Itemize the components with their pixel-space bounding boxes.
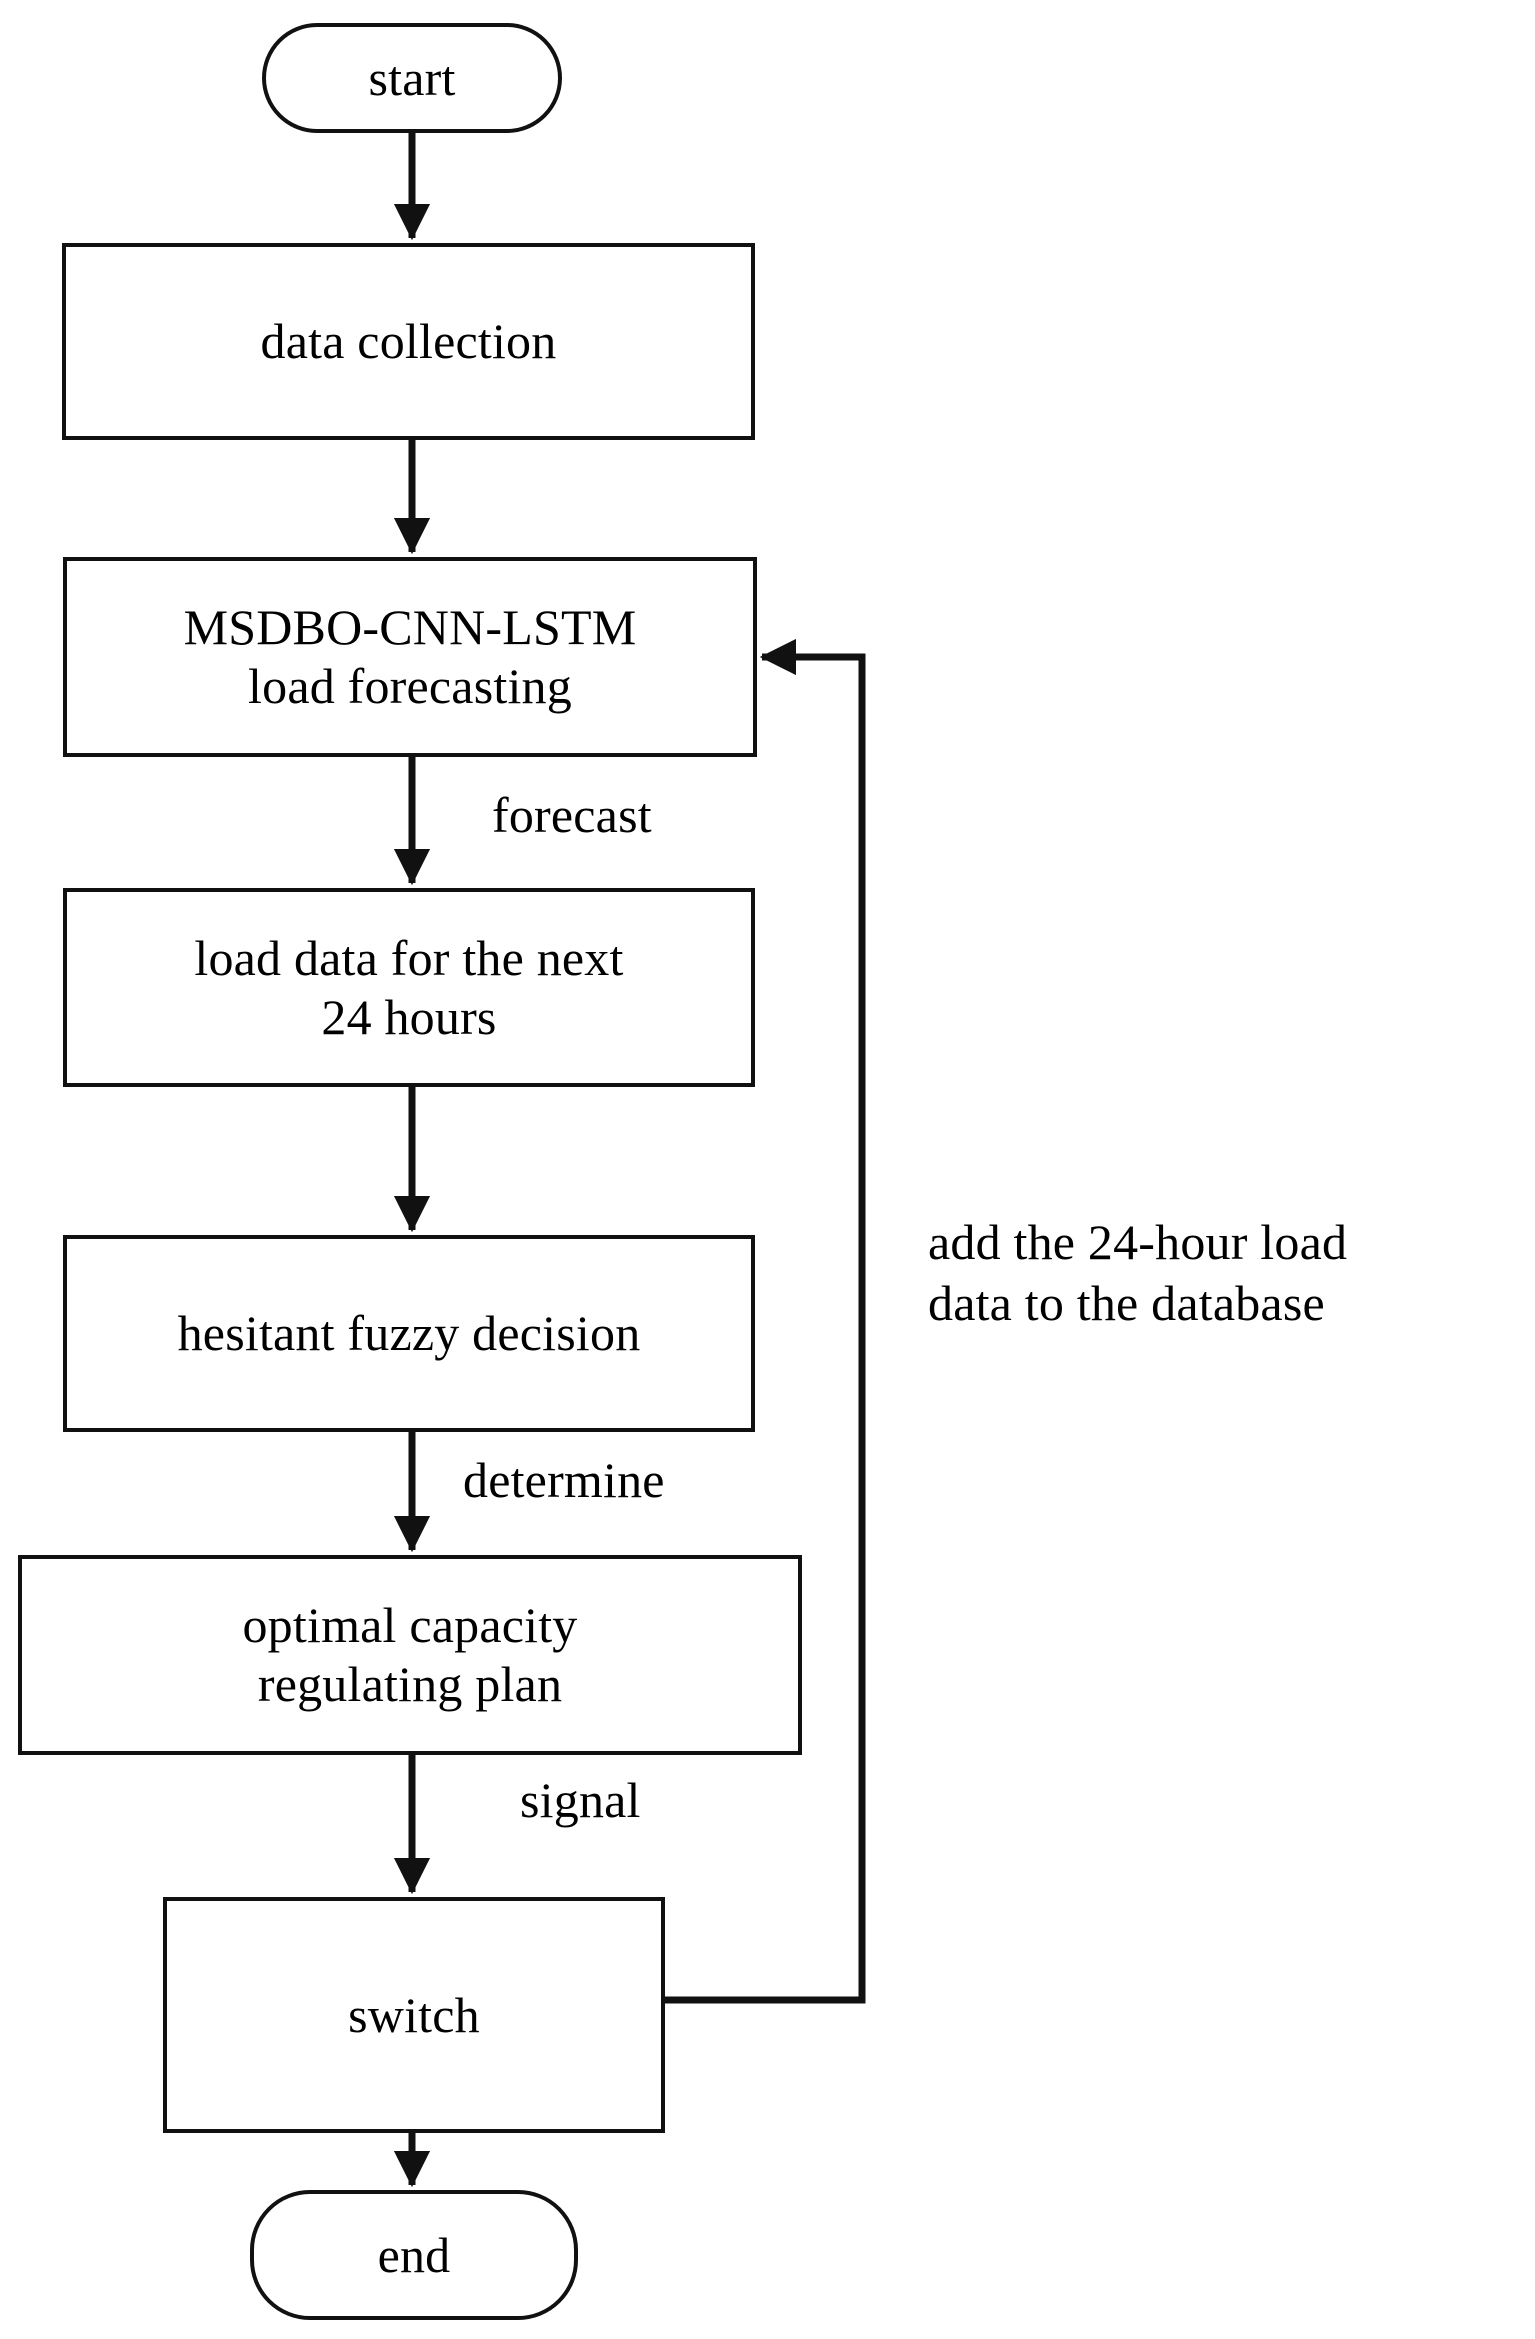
node-hesitant-fuzzy-decision-label: hesitant fuzzy decision	[177, 1305, 641, 1361]
edge-label-signal: signal	[520, 1772, 641, 1828]
node-hesitant-fuzzy-decision[interactable]: hesitant fuzzy decision	[63, 1235, 755, 1432]
edge-label-determine: determine	[463, 1452, 665, 1508]
node-data-collection[interactable]: data collection	[62, 243, 755, 440]
edge-label-feedback: add the 24-hour load data to the databas…	[928, 1214, 1348, 1331]
node-end-label: end	[377, 2226, 451, 2283]
node-load-data-next-24h-label: load data for the next 24 hours	[194, 929, 624, 1045]
node-optimal-capacity-plan[interactable]: optimal capacity regulating plan	[18, 1555, 802, 1755]
node-start[interactable]: start	[262, 23, 562, 133]
node-start-label: start	[368, 49, 456, 106]
connector-feedback-switch-to-load-forecasting	[665, 638, 866, 2004]
node-switch[interactable]: switch	[163, 1897, 665, 2133]
node-end[interactable]: end	[250, 2190, 578, 2320]
node-load-data-next-24h[interactable]: load data for the next 24 hours	[63, 888, 755, 1087]
node-data-collection-label: data collection	[260, 313, 557, 369]
node-load-forecasting[interactable]: MSDBO-CNN-LSTM load forecasting	[63, 557, 757, 757]
edge-label-forecast: forecast	[492, 787, 652, 843]
node-switch-label: switch	[348, 1986, 480, 2043]
node-optimal-capacity-plan-label: optimal capacity regulating plan	[242, 1597, 578, 1712]
node-load-forecasting-label: MSDBO-CNN-LSTM load forecasting	[183, 599, 637, 714]
